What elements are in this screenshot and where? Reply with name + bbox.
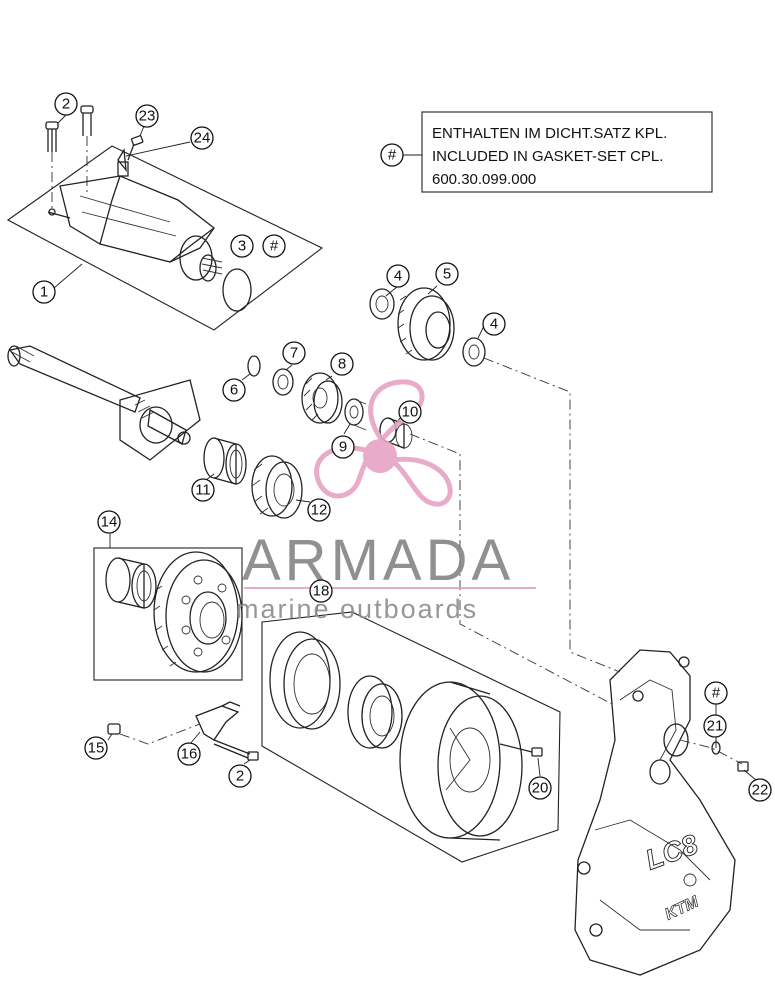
callout-18: 18	[309, 579, 333, 603]
callout-15: 15	[84, 736, 108, 760]
starter-gear-14	[153, 551, 243, 673]
callout-8: 8	[330, 352, 354, 376]
watermark-brand: ARMADA	[242, 528, 514, 593]
svg-text:18: 18	[313, 583, 330, 600]
callout-3: 3	[230, 234, 254, 258]
bolt-2b	[247, 751, 259, 761]
svg-text:22: 22	[752, 782, 769, 799]
armada-watermark: ARMADA marine outboards	[236, 379, 536, 624]
ring-7	[272, 368, 294, 396]
flywheel-group	[261, 611, 561, 863]
svg-text:2: 2	[236, 768, 244, 785]
starter-screw-right	[80, 105, 94, 136]
callout-hash-3: #	[262, 234, 286, 258]
starter-frame	[6, 145, 324, 331]
cover-logo-ktm: KTM	[663, 893, 702, 923]
svg-text:20: 20	[532, 780, 549, 797]
callout-4: 4	[386, 264, 410, 288]
needle-bearing-11	[203, 437, 247, 485]
callout-5: 5	[435, 262, 459, 286]
callout-hash-21: #	[704, 681, 728, 705]
svg-text:21: 21	[707, 718, 724, 735]
callout-10: 10	[398, 400, 422, 424]
svg-text:15: 15	[88, 740, 105, 757]
lever-16	[195, 705, 240, 741]
svg-text:2: 2	[62, 96, 70, 113]
callout-14: 14	[97, 510, 121, 534]
shift-lever-group	[107, 701, 259, 761]
plug-21-22	[711, 741, 749, 772]
svg-text:4: 4	[394, 268, 402, 285]
svg-text:10: 10	[402, 404, 419, 421]
callout-2-lower: 2	[228, 764, 252, 788]
torque-limiter-group	[93, 547, 243, 681]
callout-6: 6	[222, 378, 246, 402]
starter-motor-body	[47, 161, 223, 282]
svg-text:9: 9	[339, 439, 347, 456]
starter-small-screw	[127, 135, 144, 161]
svg-text:#: #	[388, 147, 397, 164]
cover-logo-lc8: LC8	[641, 828, 702, 875]
svg-text:#: #	[270, 238, 279, 255]
freewheel-hub	[347, 675, 403, 749]
svg-text:16: 16	[181, 746, 198, 763]
freewheel-ring	[269, 631, 341, 730]
callout-16: 16	[177, 742, 201, 766]
intermediate-gear-group	[369, 287, 486, 367]
svg-text:7: 7	[290, 345, 298, 362]
armada-logo-propeller-icon	[314, 379, 453, 507]
svg-text:#: #	[712, 685, 721, 702]
callout-20: 20	[528, 776, 552, 800]
crankshaft	[7, 345, 201, 461]
svg-text:8: 8	[338, 356, 346, 373]
callout-21: 21	[703, 714, 727, 738]
callout-1: 1	[32, 280, 56, 304]
flywheel-frame	[261, 611, 561, 863]
note-line-1: ENTHALTEN IM DICHT.SATZ KPL.	[432, 125, 667, 142]
starter-motor-group	[6, 105, 324, 331]
note-line-2: INCLUDED IN GASKET-SET CPL.	[432, 148, 663, 165]
callout-12: 12	[307, 498, 331, 522]
callout-22: 22	[748, 778, 772, 802]
gear-12	[251, 455, 303, 519]
callout-24: 24	[190, 126, 214, 150]
flywheel-rotor	[399, 681, 523, 841]
callout-4-right: 4	[482, 312, 506, 336]
callout-11: 11	[191, 478, 215, 502]
callout-7: 7	[282, 341, 306, 365]
note-line-3: 600.30.099.000	[432, 171, 536, 188]
svg-text:4: 4	[490, 316, 498, 333]
callout-2: 2	[54, 92, 78, 116]
svg-text:5: 5	[443, 266, 451, 283]
assembly-line-bushing	[409, 433, 613, 705]
svg-text:6: 6	[230, 382, 238, 399]
watermark-tagline: marine outboards	[236, 594, 478, 624]
bearing-bushing-14	[105, 557, 157, 609]
svg-text:24: 24	[194, 130, 211, 147]
svg-text:23: 23	[139, 108, 156, 125]
svg-text:3: 3	[238, 238, 246, 255]
assembly-line-gear	[483, 357, 621, 673]
needle-bearing-9	[344, 398, 367, 431]
assembly-line-plug	[679, 739, 743, 765]
svg-text:14: 14	[101, 514, 118, 531]
gasket-set-note: ENTHALTEN IM DICHT.SATZ KPL. INCLUDED IN…	[380, 111, 713, 193]
washer-6	[247, 355, 261, 377]
starter-screw-left	[45, 121, 59, 152]
svg-text:12: 12	[311, 502, 328, 519]
svg-text:1: 1	[40, 284, 48, 301]
starter-washer	[117, 147, 127, 173]
gear-8	[301, 372, 343, 424]
note-frame	[421, 111, 713, 193]
svg-text:11: 11	[195, 482, 211, 499]
bearing-4a	[369, 288, 395, 320]
bolt-15	[107, 723, 121, 735]
bearing-4b	[462, 337, 486, 367]
callout-9: 9	[331, 435, 355, 459]
starter-oring	[222, 268, 252, 312]
flywheel-bolt	[499, 743, 543, 757]
note-symbol: #	[380, 143, 404, 167]
callout-23: 23	[135, 104, 159, 128]
